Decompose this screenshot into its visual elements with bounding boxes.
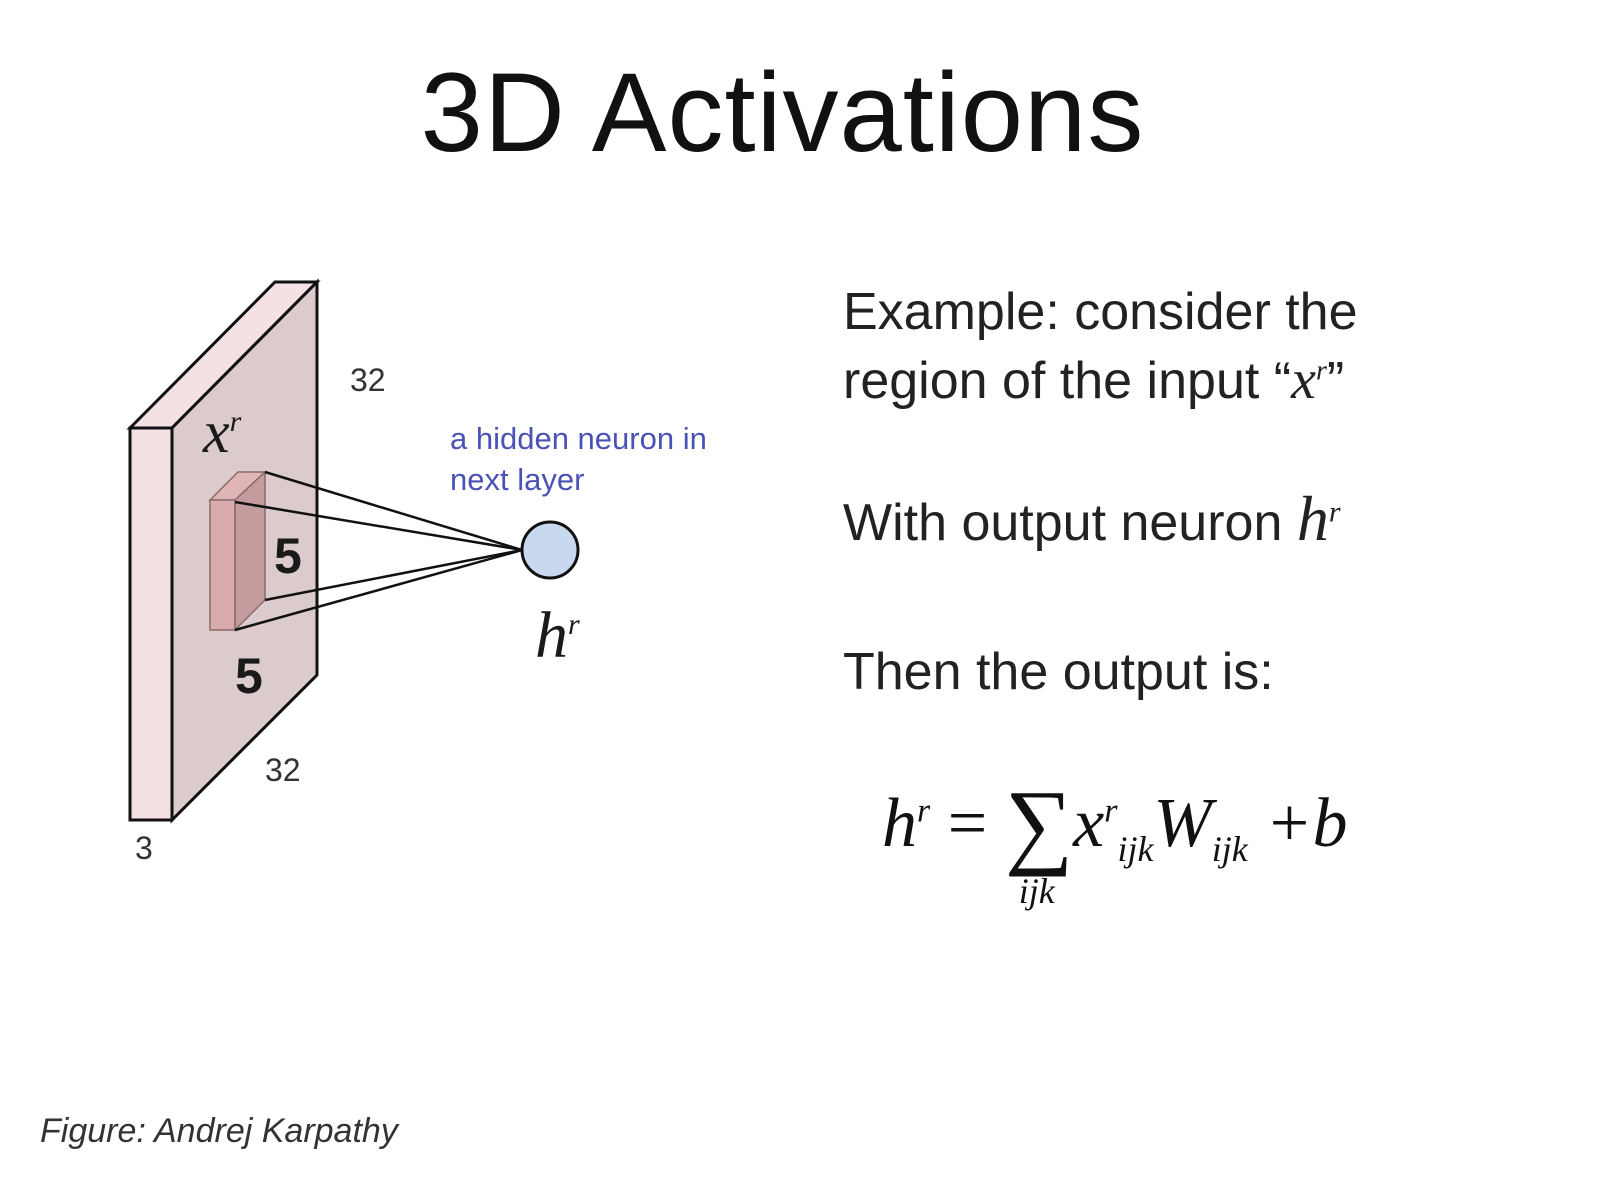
text-line-4: Then the output is:: [843, 643, 1274, 701]
text-line-2: region of the input “xr”: [843, 349, 1345, 411]
filter-width-label: 5: [235, 648, 263, 704]
neuron-caption: a hidden neuron in next layer: [450, 418, 707, 500]
connection-line: [234, 548, 523, 632]
sum-symbol: ∑ijk: [1004, 770, 1074, 911]
input-width-label: 32: [265, 752, 301, 788]
connection-line: [234, 500, 523, 552]
connections: [234, 470, 523, 632]
connection-line: [264, 470, 523, 552]
input-volume-side: [128, 426, 174, 822]
text-line-3: With output neuron hr: [843, 483, 1341, 554]
region-label: xr: [203, 399, 242, 465]
connection-line: [264, 548, 523, 602]
filter-height-label: 5: [274, 528, 302, 584]
input-depth-label: 3: [135, 830, 153, 866]
slide-title: 3D Activations: [420, 50, 1145, 175]
input-height-label: 32: [350, 362, 386, 398]
neuron-caption-line1: a hidden neuron in: [450, 421, 707, 456]
hidden-neuron: [520, 520, 580, 580]
receptive-field-front: [209, 499, 236, 631]
text-line-1: Example: consider the: [843, 283, 1358, 341]
figure-credit: Figure: Andrej Karpathy: [40, 1112, 398, 1150]
neuron-label: hr: [535, 599, 580, 672]
neuron-caption-line2: next layer: [450, 462, 585, 497]
